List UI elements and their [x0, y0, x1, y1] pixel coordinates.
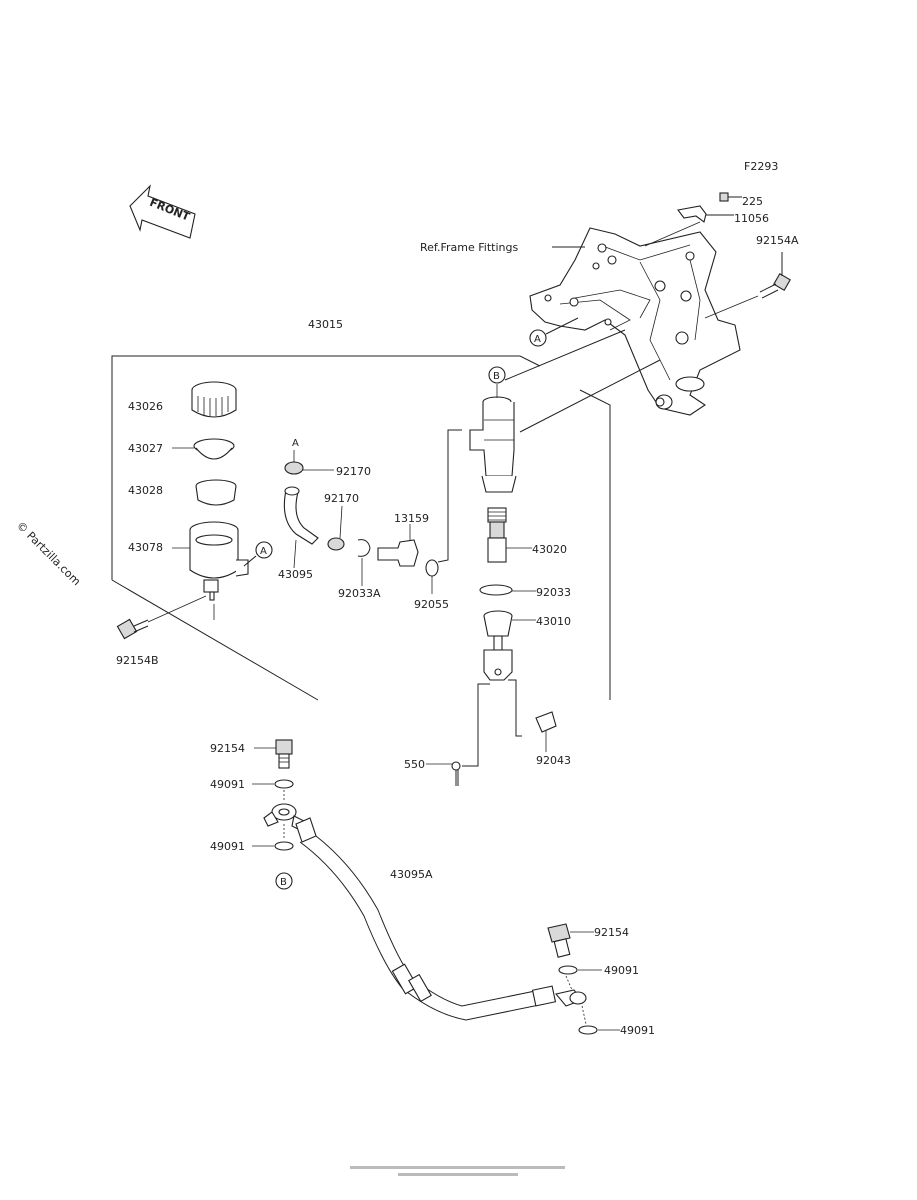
fitting-13159: [377, 524, 419, 567]
callout-b-cylinder: B: [488, 366, 506, 384]
master-cylinder-body: [469, 384, 517, 493]
part-label-92154-right: 92154: [594, 926, 629, 939]
part-label-92043: 92043: [536, 754, 571, 767]
reservoir-hose: [283, 486, 319, 545]
washer-left-upper: [252, 779, 294, 789]
part-label-43028: 43028: [128, 484, 163, 497]
washer-right-lower: [578, 1025, 620, 1035]
part-label-92154B: 92154B: [116, 654, 159, 667]
part-label-92033: 92033: [536, 586, 571, 599]
part-label-92170-middle: 92170: [324, 492, 359, 505]
o-ring-92055: [425, 559, 439, 594]
part-label-92154-left: 92154: [210, 742, 245, 755]
banjo-bolt-left: [254, 739, 293, 769]
part-label-225: 225: [742, 195, 763, 208]
clamp-11056: [677, 205, 734, 223]
callout-b-hose-label: B: [280, 877, 287, 888]
diaphragm: [193, 438, 235, 460]
part-label-43078: 43078: [128, 541, 163, 554]
part-label-43095A: 43095A: [390, 868, 433, 881]
washer-right-upper: [558, 965, 602, 975]
piston-43020: [487, 507, 532, 563]
part-label-43095: 43095: [278, 568, 313, 581]
hose-clip-middle: [327, 505, 345, 551]
part-label-43027: 43027: [128, 442, 163, 455]
part-label-49091-right-lower: 49091: [620, 1024, 655, 1037]
push-rod-43010: [483, 610, 536, 681]
part-label-43010: 43010: [536, 615, 571, 628]
reservoir: [189, 521, 249, 601]
part-label-92033A: 92033A: [338, 587, 381, 600]
diaphragm-plate: [195, 479, 237, 506]
reservoir-cap: [191, 381, 237, 418]
figure-code: F2293: [744, 160, 778, 173]
callout-a-frame: A: [529, 317, 579, 347]
front-arrow-icon: FRONT: [129, 184, 196, 239]
callout-a-reservoir: A: [243, 541, 273, 567]
svg-text:A: A: [292, 438, 299, 449]
part-label-43020: 43020: [532, 543, 567, 556]
part-label-11056: 11056: [734, 212, 769, 225]
hose-clip-top: [284, 461, 334, 475]
circlip-92033A: [357, 539, 371, 586]
circlip-92033: [479, 584, 536, 596]
frame-fitting: [529, 227, 741, 416]
banjo-fitting-right: [554, 989, 587, 1007]
part-label-49091-left-upper: 49091: [210, 778, 245, 791]
part-label-49091-left-lower: 49091: [210, 840, 245, 853]
callout-a-frame-label: A: [534, 334, 541, 345]
callout-b-cylinder-label: B: [493, 371, 500, 382]
part-label-13159: 13159: [394, 512, 429, 525]
part-label-49091-right-upper: 49091: [604, 964, 639, 977]
bolt-92154B: [116, 595, 207, 640]
washer-left-lower: [252, 841, 294, 851]
brake-hose-43095A: [295, 817, 557, 1021]
callout-b-hose: B: [275, 872, 293, 890]
bolt-225: [719, 192, 742, 202]
part-label-92055: 92055: [414, 598, 449, 611]
part-label-92154A: 92154A: [756, 234, 799, 247]
ref-frame-label: Ref.Frame Fittings: [420, 241, 518, 254]
part-label-550: 550: [404, 758, 425, 771]
bolt-92154A: [759, 252, 791, 299]
assembly-label: 43015: [308, 318, 343, 331]
footer-fine-print: [350, 1166, 565, 1176]
cotter-pin-550: [426, 683, 490, 786]
callout-a-reservoir-label: A: [260, 546, 267, 557]
clevis-pin-92043: [508, 679, 557, 752]
part-label-43026: 43026: [128, 400, 163, 413]
banjo-bolt-right: [547, 923, 594, 958]
watermark: © Partzilla.com: [14, 519, 83, 588]
part-label-92170-top: 92170: [336, 465, 371, 478]
